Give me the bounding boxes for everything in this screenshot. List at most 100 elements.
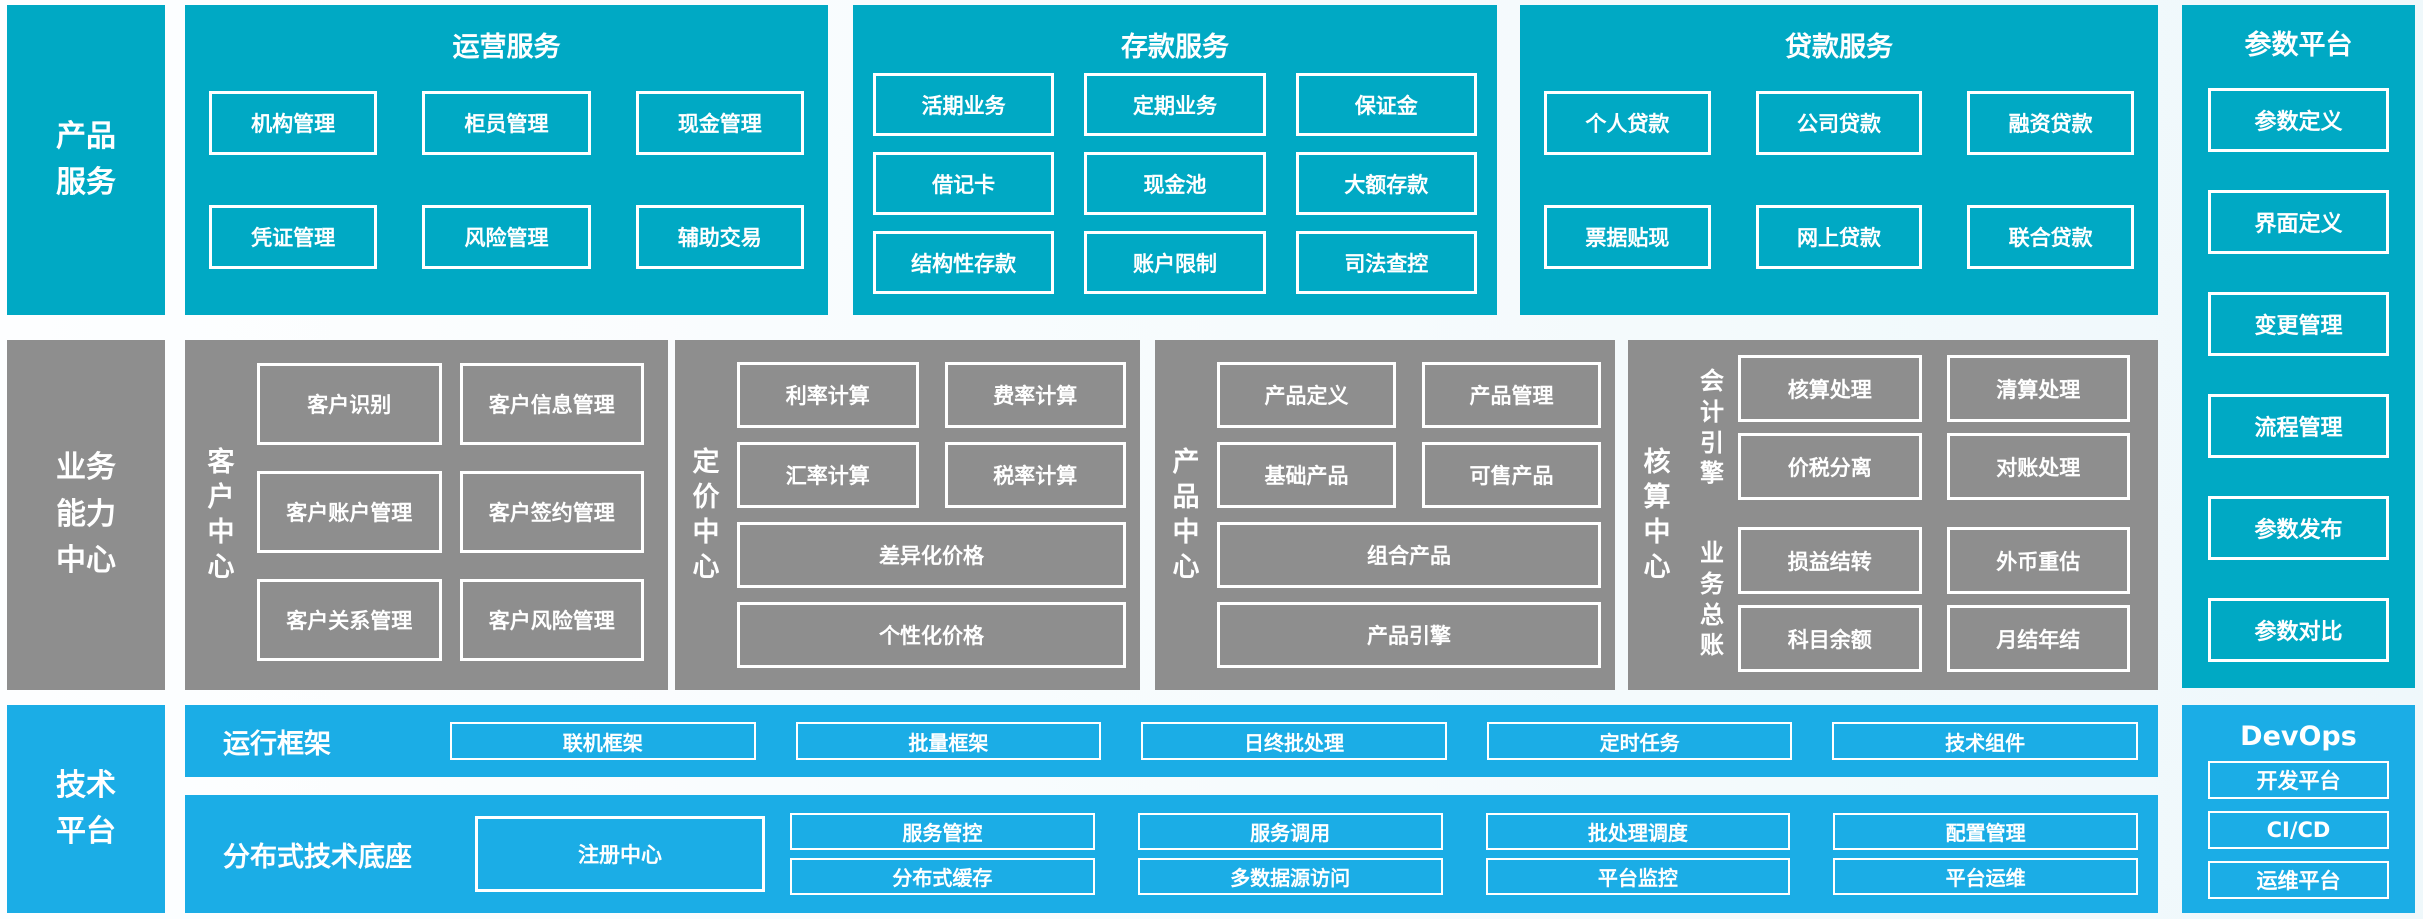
sidebar-technology-platform: 技术 平台 bbox=[7, 705, 165, 913]
diagram-box: 平台监控 bbox=[1485, 858, 1791, 895]
vertical-label-text: 产品中心 bbox=[1172, 446, 1200, 584]
diagram-box: 现金管理 bbox=[635, 91, 804, 155]
diagram-box: 科目余额 bbox=[1738, 605, 1922, 672]
panel-operations-services: 运营服务 机构管理 柜员管理 现金管理 凭证管理 风险管理 辅助交易 bbox=[185, 5, 828, 315]
panel-accounting-center: 核算中心 会计引擎 核算处理 清算处理 价税分离 对账处理 业务总账 损益结转 … bbox=[1628, 340, 2158, 690]
diagram-box: CI/CD bbox=[2208, 811, 2389, 849]
diagram-box: 风险管理 bbox=[422, 205, 591, 269]
diagram-box: 服务管控 bbox=[790, 813, 1095, 850]
panel-title: 存款服务 bbox=[1121, 32, 1229, 63]
devops-items: 开发平台 CI/CD 运维平台 bbox=[2208, 761, 2389, 899]
panel-title: 参数平台 bbox=[2244, 30, 2353, 61]
diagram-box: 现金池 bbox=[1084, 152, 1266, 215]
diagram-box: 配置管理 bbox=[1833, 813, 2138, 850]
diagram-box: 客户信息管理 bbox=[459, 363, 644, 445]
accounting-group-ledger: 业务总账 损益结转 外币重估 科目余额 月结年结 bbox=[1686, 527, 2130, 672]
diagram-box: 辅助交易 bbox=[635, 205, 804, 269]
panel-loan-services: 贷款服务 个人贷款 公司贷款 融资贷款 票据贴现 网上贷款 联合贷款 bbox=[1520, 5, 2158, 315]
diagram-box: 融资贷款 bbox=[1967, 91, 2134, 155]
diagram-box: 批量框架 bbox=[795, 722, 1102, 760]
vertical-label-text: 客户中心 bbox=[207, 446, 235, 584]
diagram-box: 组合产品 bbox=[1217, 522, 1601, 588]
group-label: 会计引擎 bbox=[1686, 355, 1738, 500]
diagram-box: 价税分离 bbox=[1738, 433, 1922, 500]
parameter-items: 参数定义 界面定义 变更管理 流程管理 参数发布 参数对比 bbox=[2182, 61, 2415, 662]
deposits-grid: 活期业务 定期业务 保证金 借记卡 现金池 大额存款 结构性存款 账户限制 司法… bbox=[873, 73, 1477, 294]
vertical-label: 产品中心 bbox=[1155, 340, 1217, 690]
diagram-box: 网上贷款 bbox=[1755, 205, 1923, 269]
diagram-box: 参数定义 bbox=[2208, 88, 2389, 152]
diagram-box: 保证金 bbox=[1295, 73, 1477, 136]
diagram-box: 技术组件 bbox=[1832, 722, 2138, 760]
diagram-box: 大额存款 bbox=[1295, 152, 1477, 215]
diagram-box: 活期业务 bbox=[873, 73, 1055, 136]
diagram-box: 对账处理 bbox=[1946, 433, 2130, 500]
diagram-box: 定期业务 bbox=[1084, 73, 1266, 136]
distributed-items: 服务管控 服务调用 批处理调度 配置管理 分布式缓存 多数据源访问 平台监控 平… bbox=[790, 813, 2138, 913]
diagram-box: 凭证管理 bbox=[209, 205, 378, 269]
diagram-box: 客户签约管理 bbox=[459, 471, 644, 553]
diagram-box: 损益结转 bbox=[1738, 527, 1922, 594]
diagram-box: 汇率计算 bbox=[737, 442, 919, 508]
diagram-box: 可售产品 bbox=[1422, 442, 1601, 508]
diagram-box: 借记卡 bbox=[873, 152, 1055, 215]
diagram-box: 参数发布 bbox=[2208, 496, 2389, 560]
diagram-box: 差异化价格 bbox=[737, 522, 1126, 588]
diagram-box: 客户风险管理 bbox=[459, 579, 644, 661]
panel-devops: DevOps 开发平台 CI/CD 运维平台 bbox=[2182, 705, 2415, 913]
bar-runtime-framework: 运行框架 联机框架 批量框架 日终批处理 定时任务 技术组件 bbox=[185, 705, 2158, 777]
diagram-box: 联合贷款 bbox=[1967, 205, 2134, 269]
diagram-box: 产品引擎 bbox=[1217, 602, 1601, 668]
diagram-box: 批处理调度 bbox=[1485, 813, 1791, 850]
diagram-box: 平台运维 bbox=[1833, 858, 2138, 895]
sidebar-label: 产品 服务 bbox=[56, 118, 116, 201]
panel-deposit-services: 存款服务 活期业务 定期业务 保证金 借记卡 现金池 大额存款 结构性存款 账户… bbox=[853, 5, 1497, 315]
diagram-box: 结构性存款 bbox=[873, 231, 1055, 294]
sidebar-business-capability-center: 业务 能力 中心 bbox=[7, 340, 165, 690]
diagram-box: 多数据源访问 bbox=[1137, 858, 1443, 895]
group-label: 业务总账 bbox=[1686, 527, 1738, 672]
accounting-groups: 会计引擎 核算处理 清算处理 价税分离 对账处理 业务总账 损益结转 外币重估 … bbox=[1686, 340, 2130, 690]
diagram-box: 服务调用 bbox=[1137, 813, 1443, 850]
vertical-label: 客户中心 bbox=[185, 340, 257, 690]
panel-pricing-center: 定价中心 利率计算 费率计算 汇率计算 税率计算 差异化价格 个性化价格 bbox=[675, 340, 1140, 690]
engine-grid: 核算处理 清算处理 价税分离 对账处理 bbox=[1738, 355, 2130, 500]
diagram-box: 运维平台 bbox=[2208, 861, 2389, 899]
diagram-box: 日终批处理 bbox=[1141, 722, 1447, 760]
diagram-box: 界面定义 bbox=[2208, 190, 2389, 254]
panel-title: DevOps bbox=[2240, 721, 2357, 752]
diagram-box: 月结年结 bbox=[1946, 605, 2130, 672]
bar-label: 运行框架 bbox=[223, 728, 331, 760]
customer-grid: 客户识别 客户信息管理 客户账户管理 客户签约管理 客户关系管理 客户风险管理 bbox=[257, 363, 644, 690]
vertical-label-text: 定价中心 bbox=[692, 446, 720, 584]
group-label-text: 会计引擎 bbox=[1700, 367, 1724, 488]
sidebar-product-services: 产品 服务 bbox=[7, 5, 165, 315]
diagram-box: 核算处理 bbox=[1738, 355, 1922, 422]
diagram-box: 联机框架 bbox=[450, 722, 756, 760]
vertical-label-text: 核算中心 bbox=[1643, 446, 1671, 584]
diagram-box: 柜员管理 bbox=[422, 91, 591, 155]
diagram-box: 定时任务 bbox=[1486, 722, 1793, 760]
pricing-grid: 利率计算 费率计算 汇率计算 税率计算 差异化价格 个性化价格 bbox=[737, 362, 1126, 690]
diagram-box: 开发平台 bbox=[2208, 761, 2389, 799]
vertical-label: 定价中心 bbox=[675, 340, 737, 690]
operations-grid: 机构管理 柜员管理 现金管理 凭证管理 风险管理 辅助交易 bbox=[209, 91, 804, 269]
sidebar-label: 业务 能力 中心 bbox=[56, 450, 116, 579]
diagram-box: 流程管理 bbox=[2208, 394, 2389, 458]
vertical-label: 核算中心 bbox=[1628, 340, 1686, 690]
diagram-box: 费率计算 bbox=[944, 362, 1126, 428]
runtime-items: 联机框架 批量框架 日终批处理 定时任务 技术组件 bbox=[450, 705, 2138, 777]
diagram-box: 司法查控 bbox=[1295, 231, 1477, 294]
diagram-box: 变更管理 bbox=[2208, 292, 2389, 356]
diagram-box: 客户识别 bbox=[257, 363, 442, 445]
diagram-box: 基础产品 bbox=[1217, 442, 1396, 508]
diagram-box: 参数对比 bbox=[2208, 598, 2389, 662]
panel-title: 运营服务 bbox=[452, 32, 561, 63]
diagram-box: 客户账户管理 bbox=[257, 471, 442, 553]
diagram-box: 利率计算 bbox=[737, 362, 919, 428]
diagram-box: 税率计算 bbox=[944, 442, 1126, 508]
diagram-box: 机构管理 bbox=[209, 91, 378, 155]
product-grid: 产品定义 产品管理 基础产品 可售产品 组合产品 产品引擎 bbox=[1217, 362, 1601, 690]
panel-customer-center: 客户中心 客户识别 客户信息管理 客户账户管理 客户签约管理 客户关系管理 客户… bbox=[185, 340, 668, 690]
